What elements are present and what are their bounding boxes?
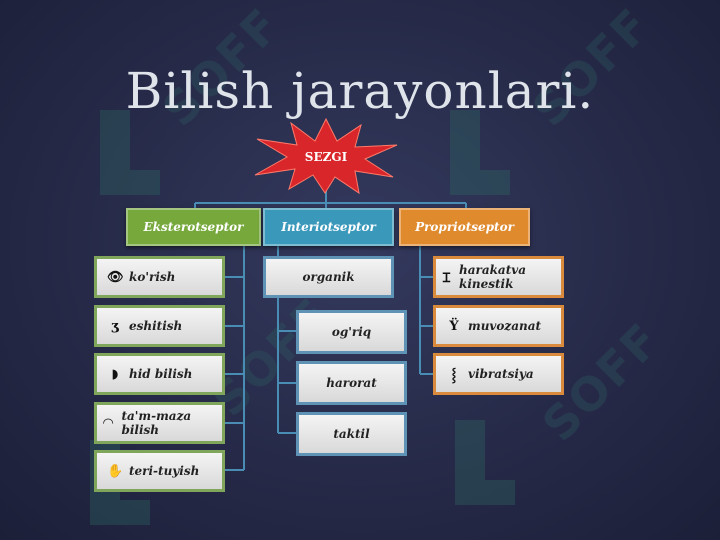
lips-icon: ◠: [102, 415, 114, 431]
item-label: taktil: [333, 427, 370, 441]
interiotseptor-item: taktil: [296, 412, 407, 456]
eksterotseptor-item: ◗ hid bilish: [94, 353, 225, 395]
interiotseptor-main: organik: [263, 256, 394, 298]
sezgi-starburst: SEZGI: [254, 117, 398, 195]
eksterotseptor-item: ʒ eshitish: [94, 305, 225, 347]
eksterotseptor-item: ◠ ta'm-maza bilish: [94, 402, 225, 444]
category-propriotseptor: Propriotseptor: [399, 208, 530, 246]
eksterotseptor-item: ✋ teri-tuyish: [94, 450, 225, 492]
slide-title: Bilish jarayonlari.: [125, 62, 595, 120]
root-label: SEZGI: [305, 150, 348, 164]
category-label: Propriotseptor: [415, 220, 514, 234]
item-label: organik: [302, 270, 355, 284]
item-label: muvozanat: [468, 319, 542, 333]
propriotseptor-item: Ϋ muvozanat: [433, 305, 564, 347]
item-label: vibratsiya: [468, 367, 534, 381]
ear-icon: ʒ: [111, 318, 119, 334]
item-label: hid bilish: [129, 367, 193, 381]
interiotseptor-item: og'riq: [296, 310, 407, 354]
item-label: ta'm-maza bilish: [121, 409, 192, 437]
item-label: harorat: [326, 376, 377, 390]
category-label: Interiotseptor: [281, 220, 376, 234]
category-eksterotseptor: Eksterotseptor: [126, 208, 261, 246]
item-label: teri-tuyish: [129, 464, 200, 478]
eksterotseptor-item: 👁 ko'rish: [94, 256, 225, 298]
nose-icon: ◗: [111, 366, 119, 382]
interiotseptor-item: harorat: [296, 361, 407, 405]
item-label: og'riq: [331, 325, 372, 339]
eye-icon: 👁: [107, 269, 124, 285]
item-label: eshitish: [129, 319, 183, 333]
propriotseptor-item: ⸾ vibratsiya: [433, 353, 564, 395]
category-label: Eksterotseptor: [143, 220, 244, 234]
vibration-icon: ⸾: [451, 368, 457, 383]
item-label: ko'rish: [129, 270, 176, 284]
balance-icon: Ϋ: [449, 318, 459, 334]
figure-icon: Ɪ: [442, 271, 451, 286]
item-label: harakatva kinestik: [459, 263, 526, 291]
hand-icon: ✋: [107, 463, 124, 479]
propriotseptor-item: Ɪ harakatva kinestik: [433, 256, 564, 298]
category-interiotseptor: Interiotseptor: [263, 208, 394, 246]
